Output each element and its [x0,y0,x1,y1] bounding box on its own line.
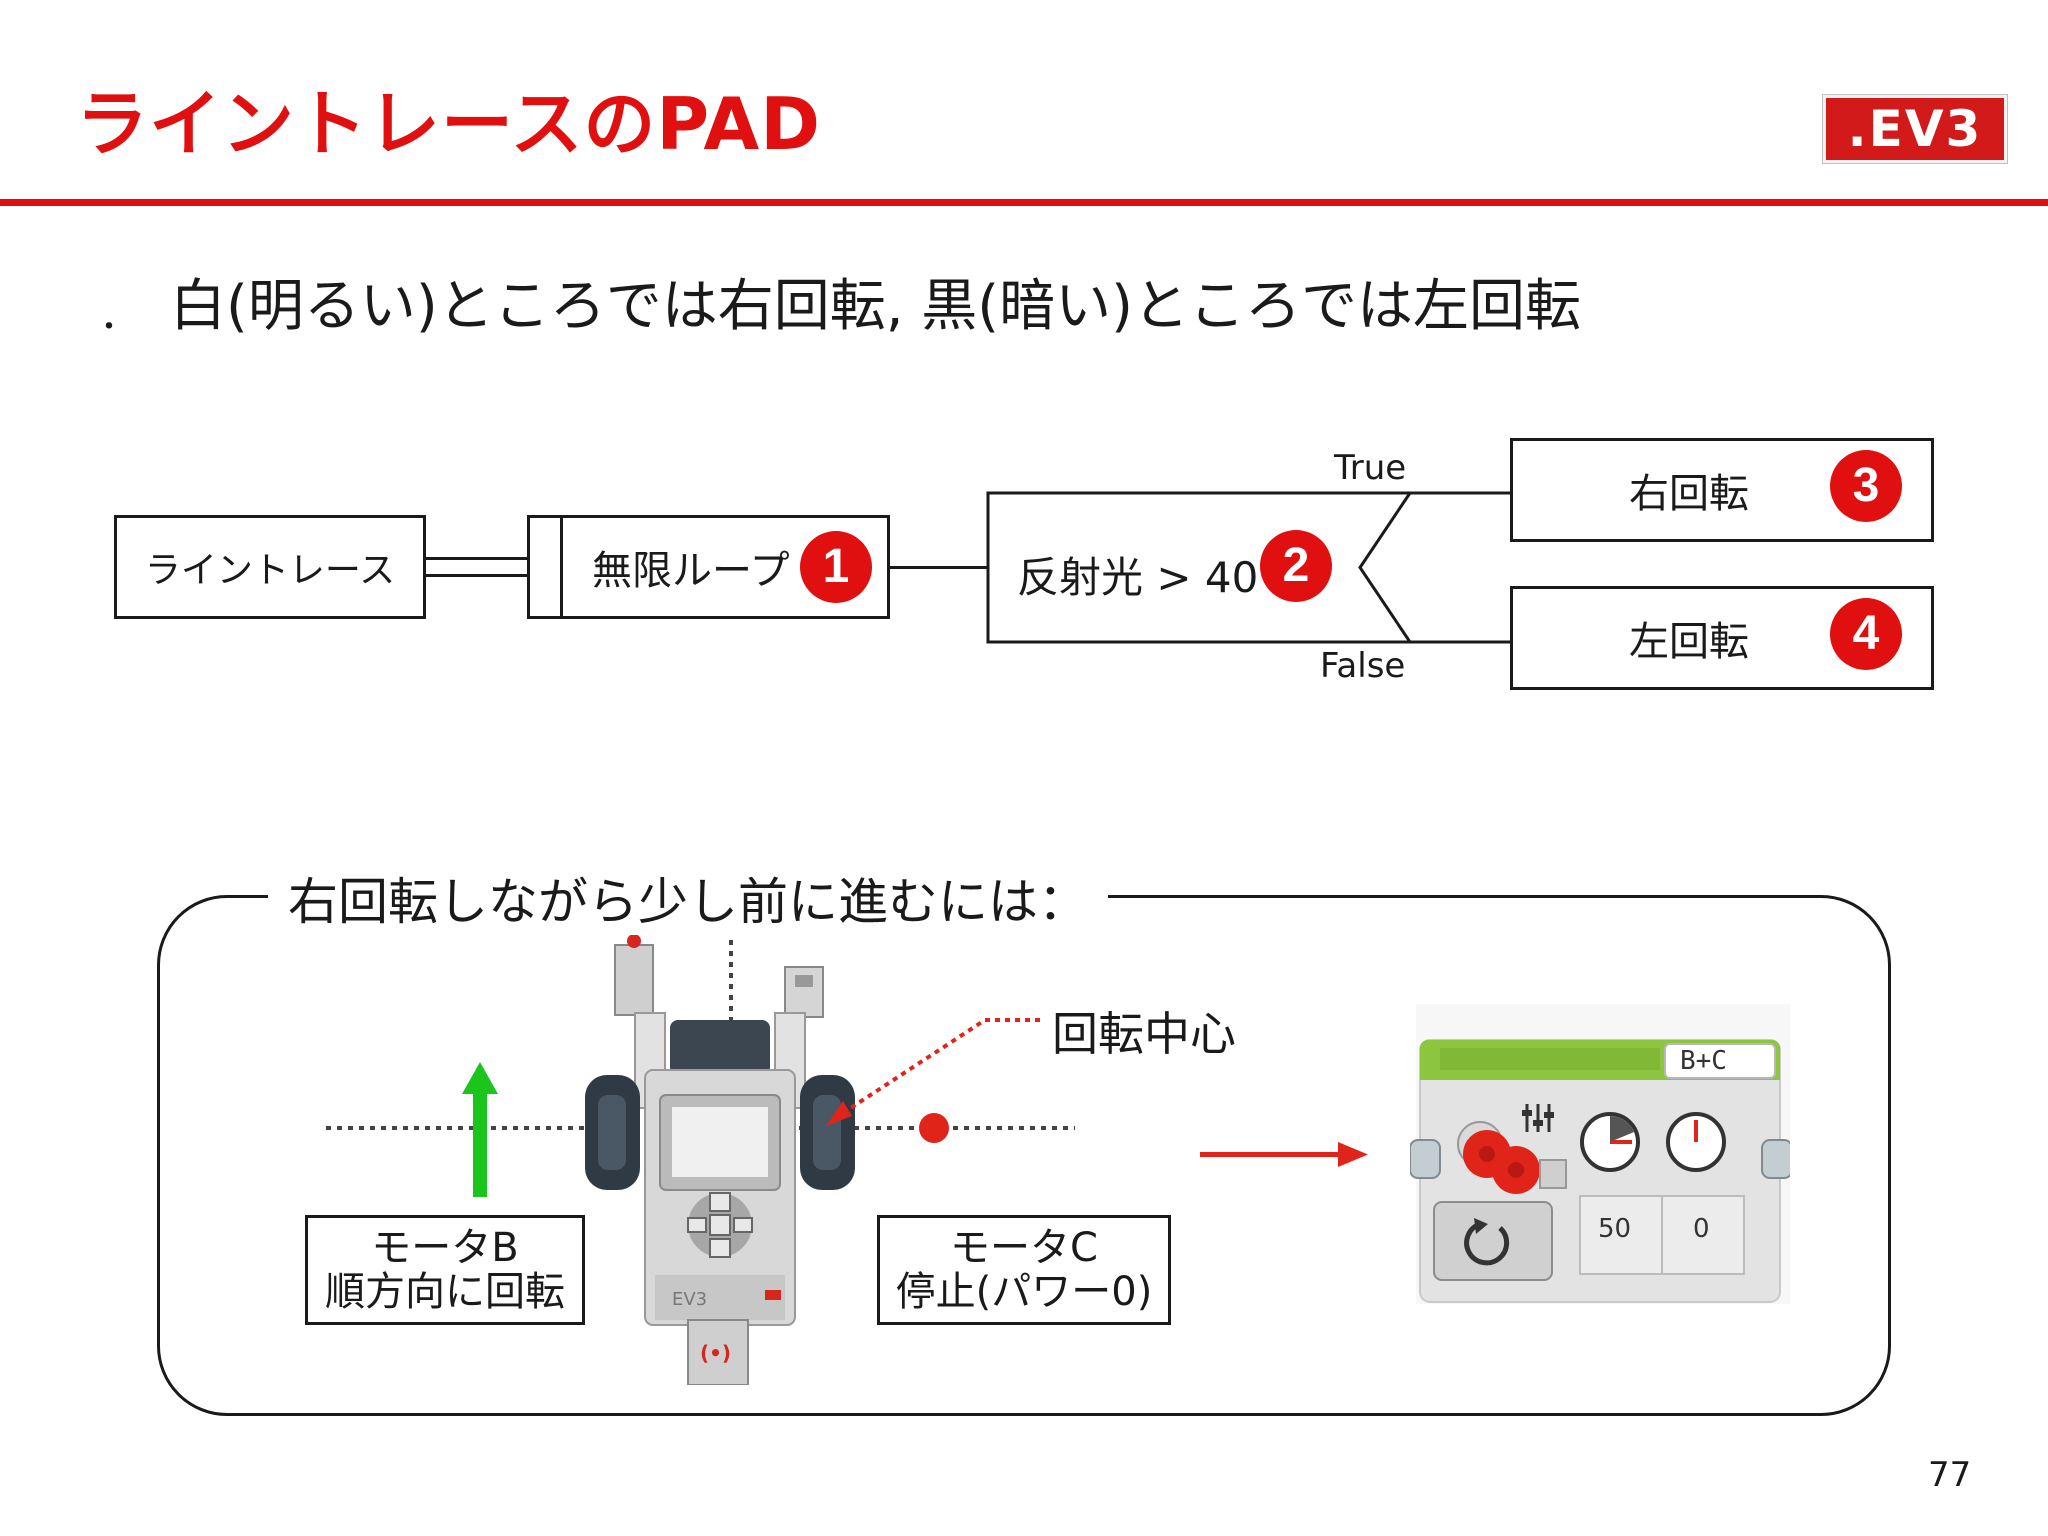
motor-c-box: モータC 停止(パワー0) [877,1215,1171,1325]
svg-text:(•): (•) [700,1341,731,1365]
page-number: 77 [1928,1455,1972,1495]
pad-condition-shape [986,491,1510,644]
badge-3: 3 [1830,450,1902,522]
pad-loop-label: 無限ループ [592,548,790,594]
pad-root-label: ライントレース [144,550,396,591]
pad-true-label: True [1334,448,1407,488]
forward-arrow-icon [462,1062,498,1197]
motor-b-box: モータB 順方向に回転 [305,1215,585,1325]
block-right-power[interactable]: 0 [1693,1214,1710,1244]
pad-loop-bar [560,518,563,616]
block-ports[interactable]: B+C [1680,1046,1727,1076]
pad-connector-loop-cond [890,566,988,569]
robot-label: EV3 [672,1289,707,1310]
badge-2: 2 [1260,530,1332,602]
ev3-robot-image: EV3 (•) [585,935,855,1385]
motor-c-line2: 停止(パワー0) [895,1269,1153,1315]
motor-b-line2: 順方向に回転 [325,1269,565,1315]
pad-false-label: False [1320,646,1406,686]
slide-title: ライントレースのPAD [76,82,822,166]
bullet-marker: ・ [94,310,124,345]
block-arrow-icon [1200,1142,1368,1167]
badge-4: 4 [1830,598,1902,670]
pad-connector-double-bottom [426,574,528,577]
pad-root-box: ライントレース [114,515,426,619]
pad-false-action-label: 左回転 [1629,619,1749,665]
rotation-center-dot [919,1113,949,1143]
rotation-center-label: 回転中心 [1052,1007,1236,1061]
move-tank-block[interactable]: B+C 50 0 [1410,1004,1790,1304]
bullet-text: 白(明るい)ところでは右回転, 黒(暗い)ところでは左回転 [170,274,1581,339]
pad-connector-double-top [426,557,528,560]
motor-b-line1: モータB [371,1225,519,1271]
pad-condition-label: 反射光 > 40 [1017,553,1259,602]
pad-true-action-label: 右回転 [1629,471,1749,517]
ev3-logo: .EV3 [1823,95,2007,163]
motor-c-line1: モータC [950,1225,1098,1271]
title-rule [0,199,2048,206]
panel-title: 右回転しながら少し前に進むには： [268,862,1108,934]
move-tank-block-graphic [1410,1004,1790,1304]
block-left-power[interactable]: 50 [1598,1214,1632,1244]
badge-1: 1 [800,531,872,603]
